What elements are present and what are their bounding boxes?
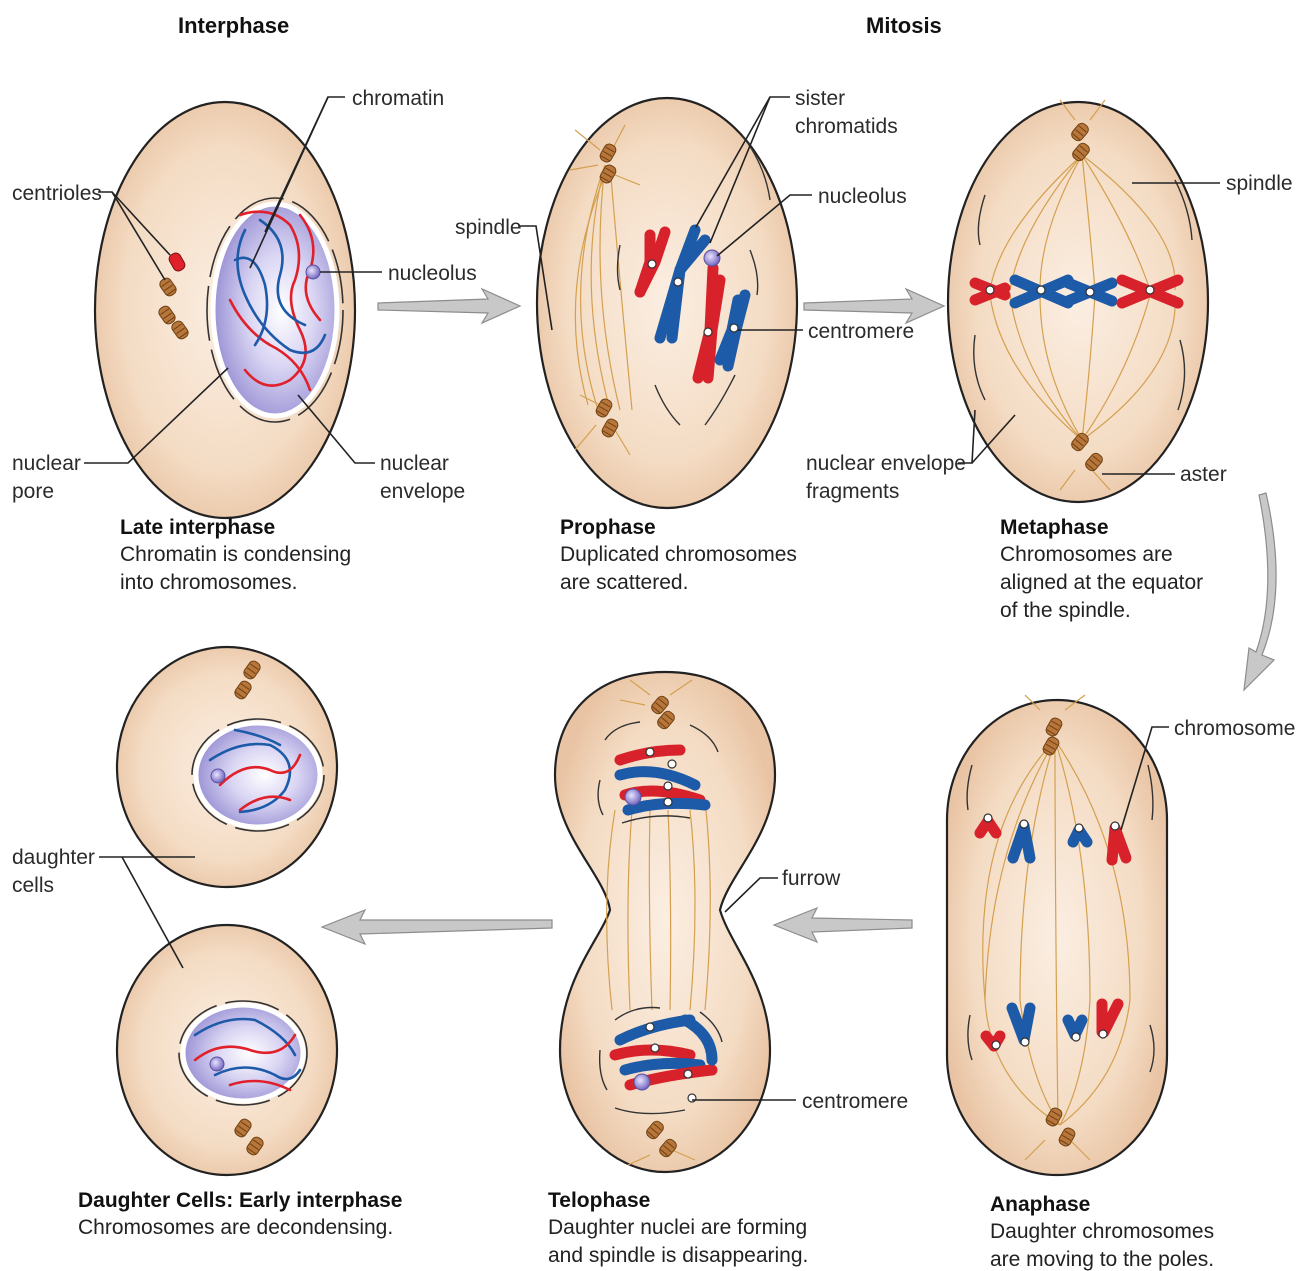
label-aster: aster [1180, 463, 1227, 486]
caption-anaphase-line1: Daughter chromosomes [990, 1220, 1214, 1243]
arrow-interphase-to-prophase [378, 289, 520, 323]
label-ne-fragments-1: nuclear envelope [806, 452, 966, 475]
arrow-prophase-to-metaphase [804, 289, 944, 323]
caption-prophase-line1: Duplicated chromosomes [560, 543, 797, 566]
label-daughter-2: cells [12, 874, 54, 897]
caption-anaphase-line2: are moving to the poles. [990, 1248, 1214, 1271]
caption-daughter-line1: Chromosomes are decondensing. [78, 1216, 393, 1239]
caption-metaphase-title: Metaphase [1000, 516, 1109, 539]
anaphase-cell [947, 695, 1167, 1175]
caption-telophase-title: Telophase [548, 1189, 650, 1212]
label-centromere-prophase: centromere [808, 320, 914, 343]
label-spindle-metaphase: spindle [1226, 172, 1293, 195]
caption-metaphase-line2: aligned at the equator [1000, 571, 1203, 594]
label-sister-2: chromatids [795, 115, 898, 138]
caption-telophase-line1: Daughter nuclei are forming [548, 1216, 807, 1239]
label-nuclear-envelope-1: nuclear [380, 452, 449, 475]
metaphase-cell [948, 100, 1208, 502]
arrow-telophase-to-daughter [322, 910, 552, 944]
caption-daughter-title: Daughter Cells: Early interphase [78, 1189, 402, 1212]
caption-metaphase-line1: Chromosomes are [1000, 543, 1173, 566]
label-spindle-prophase: spindle [455, 216, 522, 239]
late-interphase-cell [95, 102, 355, 518]
label-centrioles: centrioles [12, 182, 102, 205]
label-daughter-1: daughter [12, 846, 95, 869]
caption-late-interphase-line1: Chromatin is condensing [120, 543, 351, 566]
label-nucleolus-interphase: nucleolus [388, 262, 477, 285]
daughter-cell-top [117, 647, 337, 887]
caption-metaphase-line3: of the spindle. [1000, 599, 1131, 622]
caption-late-interphase-title: Late interphase [120, 516, 275, 539]
caption-prophase-line2: are scattered. [560, 571, 688, 594]
header-mitosis: Mitosis [866, 13, 942, 38]
header-interphase: Interphase [178, 13, 289, 38]
label-nuclear-envelope-2: envelope [380, 480, 465, 503]
arrow-metaphase-to-anaphase [1244, 493, 1276, 690]
arrow-anaphase-to-telophase [774, 908, 912, 942]
caption-prophase-title: Prophase [560, 516, 656, 539]
caption-late-interphase-line2: into chromosomes. [120, 571, 297, 594]
label-nuclear-pore-1: nuclear [12, 452, 81, 475]
label-centromere-telophase: centromere [802, 1090, 908, 1113]
caption-telophase-line2: and spindle is disappearing. [548, 1244, 808, 1267]
label-chromosome: chromosome [1174, 717, 1295, 740]
label-nucleolus-prophase: nucleolus [818, 185, 907, 208]
label-sister-1: sister [795, 87, 845, 110]
caption-anaphase-title: Anaphase [990, 1193, 1090, 1216]
label-chromatin: chromatin [352, 87, 444, 110]
prophase-cell [537, 98, 797, 508]
label-ne-fragments-2: fragments [806, 480, 899, 503]
label-furrow: furrow [782, 867, 841, 890]
daughter-cell-bottom [117, 925, 337, 1175]
label-nuclear-pore-2: pore [12, 480, 54, 503]
telophase-cell [555, 672, 775, 1172]
